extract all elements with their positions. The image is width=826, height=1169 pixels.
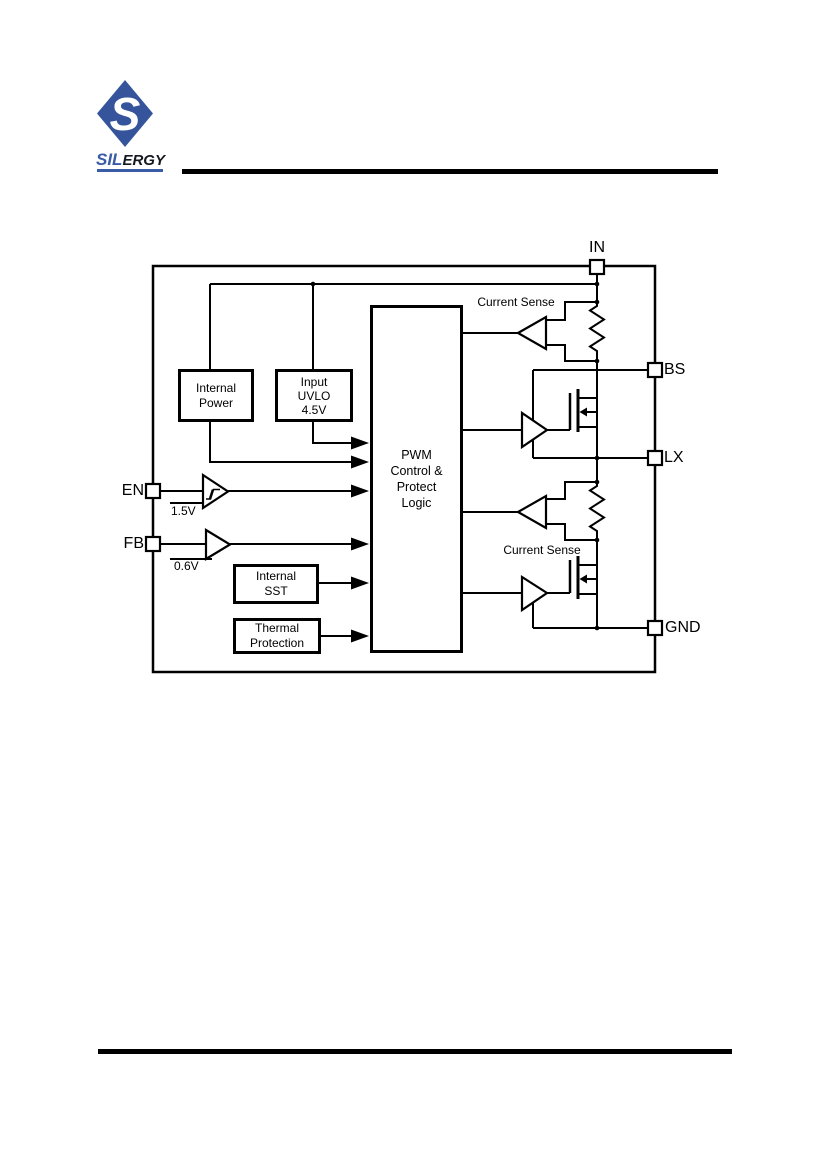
low-side-driver-frame (532, 600, 648, 629)
low-side-mosfet-symbol (568, 556, 597, 599)
block-internal-sst: Internal SST (233, 564, 319, 604)
pin-label-bs: BS (664, 361, 686, 378)
high-side-driver-frame (532, 369, 648, 459)
fb-threshold-label: 0.6V (174, 559, 199, 573)
hysteresis-icon (206, 488, 220, 500)
pin-pad-lx (646, 449, 664, 467)
block-input-uvlo: Input UVLO 4.5V (275, 369, 353, 422)
brand-wordmark-secondary: ERGY (122, 152, 165, 169)
ic-boundary (151, 264, 657, 674)
current-sense-amp-top (463, 301, 597, 362)
logo-diamond (97, 80, 153, 147)
low-side-driver-symbol (463, 574, 570, 613)
current-sense-label-top: Current Sense (477, 295, 555, 309)
block-pwm-control: PWM Control & Protect Logic (370, 305, 463, 653)
pin-pad-gnd (646, 619, 664, 637)
block-thermal-protection: Thermal Protection (233, 618, 321, 654)
silergy-logo-icon: S (97, 80, 153, 147)
pin-label-lx: LX (664, 449, 684, 466)
header-rule (182, 169, 718, 174)
pin-pad-bs (646, 361, 664, 379)
top-rail-wires (209, 283, 597, 369)
logo-letter: S (110, 88, 141, 140)
high-side-driver-symbol (463, 410, 570, 450)
in-branch-wires (588, 273, 606, 628)
block-internal-power: Internal Power (178, 369, 254, 422)
fb-amplifier-symbol (159, 528, 233, 561)
pin-pad-in (588, 258, 606, 276)
pin-pad-fb (144, 535, 162, 553)
high-side-mosfet-symbol (568, 389, 597, 432)
pin-pads (144, 258, 664, 637)
brand-underline (97, 169, 163, 172)
pwm-input-wires (209, 422, 352, 637)
junction-dots (310, 281, 600, 631)
pin-label-in: IN (589, 239, 605, 256)
pin-pad-en (144, 482, 162, 500)
pin-label-gnd: GND (665, 619, 701, 636)
footer-rule (98, 1049, 732, 1054)
current-sense-label-bottom: Current Sense (503, 543, 581, 557)
brand-wordmark: SILERGY (96, 150, 165, 170)
pwm-input-arrowheads (351, 436, 369, 643)
pin-label-fb: FB (123, 535, 144, 552)
sense-resistor-bottom (588, 482, 606, 540)
en-comparator-symbol (159, 472, 230, 511)
brand-wordmark-primary: SIL (96, 150, 123, 169)
pin-label-en: EN (121, 482, 144, 499)
en-threshold-label: 1.5V (171, 504, 196, 518)
sense-resistor-top (588, 302, 606, 361)
current-sense-amp-bottom (463, 481, 597, 541)
